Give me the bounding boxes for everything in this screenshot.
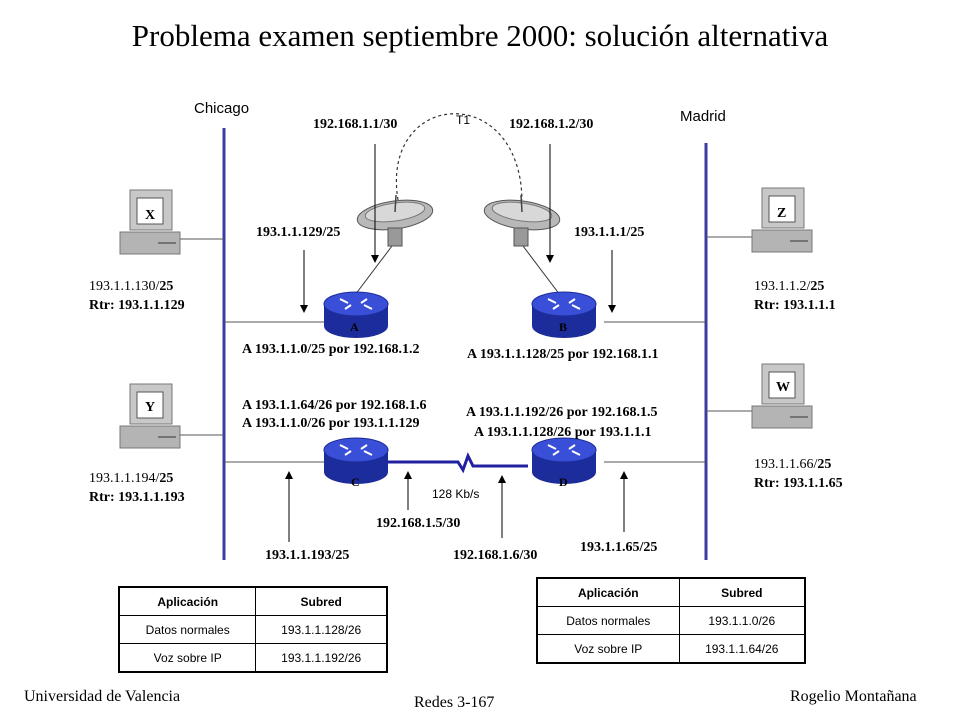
table-cell: 193.1.1.192/26 bbox=[255, 643, 388, 673]
iface-c-lan: 193.1.1.193/25 bbox=[265, 548, 350, 563]
antenna-b-link bbox=[519, 241, 561, 296]
host-y-computer-icon bbox=[119, 383, 181, 449]
router-d-icon bbox=[531, 437, 597, 484]
table-cell: Voz sobre IP bbox=[118, 643, 257, 673]
site-label-chicago: Chicago bbox=[194, 100, 250, 117]
route-d-2: A 193.1.1.128/26 por 193.1.1.1 bbox=[474, 425, 652, 440]
iface-c-serial: 192.168.1.5/30 bbox=[376, 516, 461, 531]
table-cell: Datos normales bbox=[536, 606, 680, 635]
t1-link-label: T1 bbox=[456, 113, 471, 127]
table-header: Aplicación bbox=[118, 586, 257, 616]
route-b: A 193.1.1.128/25 por 192.168.1.1 bbox=[467, 347, 659, 362]
t1-satellite-arc bbox=[395, 113, 523, 201]
table-header: Subred bbox=[678, 577, 806, 607]
host-x-label: X bbox=[145, 208, 156, 223]
host-w-computer-icon bbox=[751, 363, 813, 429]
host-x-computer-icon bbox=[119, 189, 181, 255]
route-c-1: A 193.1.1.64/26 por 192.168.1.6 bbox=[242, 398, 427, 413]
host-w-address: 193.1.1.66/25 Rtr: 193.1.1.65 bbox=[754, 457, 843, 491]
app-subnet-table-right: Aplicación Subred Datos normales 193.1.1… bbox=[536, 577, 806, 664]
route-c-2: A 193.1.1.0/26 por 193.1.1.129 bbox=[242, 416, 420, 431]
app-subnet-table-left: Aplicación Subred Datos normales 193.1.1… bbox=[118, 586, 388, 673]
table-header: Subred bbox=[255, 586, 388, 616]
iface-d-serial: 192.168.1.6/30 bbox=[453, 548, 538, 563]
table-cell: 193.1.1.64/26 bbox=[678, 634, 806, 664]
iface-a-t1: 192.168.1.1/30 bbox=[313, 117, 398, 132]
footer-author: Rogelio Montañana bbox=[790, 688, 917, 705]
footer-institution: Universidad de Valencia bbox=[24, 688, 181, 705]
satellite-dish-b-icon bbox=[483, 194, 561, 247]
iface-d-lan: 193.1.1.65/25 bbox=[580, 540, 658, 555]
router-b-label: B bbox=[559, 320, 568, 334]
router-d-label: D bbox=[559, 475, 568, 489]
serial-link bbox=[388, 452, 528, 474]
host-z-computer-icon bbox=[751, 187, 813, 253]
table-cell: 193.1.1.0/26 bbox=[678, 606, 806, 635]
router-c-icon bbox=[323, 437, 389, 484]
table-header-row: Aplicación Subred bbox=[118, 586, 388, 616]
iface-b-t1: 192.168.1.2/30 bbox=[509, 117, 594, 132]
router-a-label: A bbox=[350, 320, 359, 334]
table-cell: Voz sobre IP bbox=[536, 634, 680, 664]
router-c-label: C bbox=[351, 475, 360, 489]
page-title: Problema examen septiembre 2000: solució… bbox=[131, 18, 829, 53]
table-row: Datos normales 193.1.1.128/26 bbox=[118, 615, 388, 644]
host-z-label: Z bbox=[777, 206, 787, 221]
host-w-label: W bbox=[776, 380, 790, 395]
table-row: Datos normales 193.1.1.0/26 bbox=[536, 606, 806, 635]
route-a: A 193.1.1.0/25 por 192.168.1.2 bbox=[242, 342, 420, 357]
iface-b-lan: 193.1.1.1/25 bbox=[574, 225, 645, 240]
table-row: Voz sobre IP 193.1.1.64/26 bbox=[536, 634, 806, 664]
iface-a-lan: 193.1.1.129/25 bbox=[256, 225, 341, 240]
host-y-address: 193.1.1.194/25 Rtr: 193.1.1.193 bbox=[89, 471, 185, 505]
route-d-1: A 193.1.1.192/26 por 192.168.1.5 bbox=[466, 405, 658, 420]
table-row: Voz sobre IP 193.1.1.192/26 bbox=[118, 643, 388, 673]
router-b-icon bbox=[531, 291, 597, 338]
site-label-madrid: Madrid bbox=[680, 108, 726, 125]
table-header-row: Aplicación Subred bbox=[536, 577, 806, 607]
table-cell: 193.1.1.128/26 bbox=[255, 615, 388, 644]
host-x-address: 193.1.1.130/25 Rtr: 193.1.1.129 bbox=[89, 279, 185, 313]
satellite-dish-a-icon bbox=[356, 194, 434, 247]
serial-speed-label: 128 Kb/s bbox=[432, 487, 480, 501]
footer-page-number: Redes 3-167 bbox=[414, 694, 495, 711]
antenna-a-link bbox=[354, 241, 396, 296]
host-y-label: Y bbox=[145, 400, 156, 415]
router-a-icon bbox=[323, 291, 389, 338]
table-cell: Datos normales bbox=[118, 615, 257, 644]
host-z-address: 193.1.1.2/25 Rtr: 193.1.1.1 bbox=[754, 279, 836, 313]
table-header: Aplicación bbox=[536, 577, 680, 607]
